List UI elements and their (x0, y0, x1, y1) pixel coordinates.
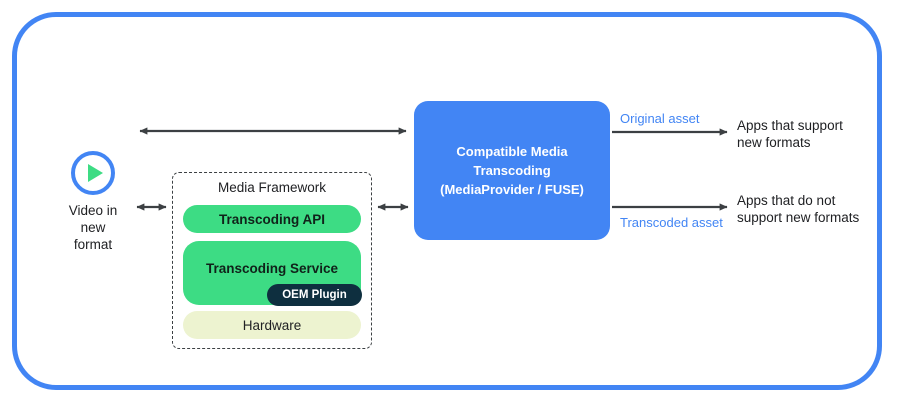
oem-plugin-badge: OEM Plugin (267, 284, 362, 306)
play-triangle (88, 164, 103, 182)
compatible-media-transcoding-label: Compatible Media Transcoding (MediaProvi… (434, 142, 590, 199)
media-framework-title: Media Framework (217, 180, 327, 195)
video-caption-line-1: Video in (68, 203, 118, 218)
play-circle-icon (71, 151, 115, 195)
transcoded-asset-label: Transcoded asset (620, 215, 723, 230)
compatible-media-transcoding-box: Compatible Media Transcoding (MediaProvi… (414, 101, 610, 240)
apps-nonsupporting-line-1: Apps that do not (737, 193, 836, 208)
apps-supporting-label: Apps that support new formats (737, 117, 843, 151)
apps-supporting-line-2: new formats (737, 135, 811, 150)
outer-frame-border (12, 12, 882, 390)
cmt-line-3: (MediaProvider / FUSE) (440, 182, 584, 197)
apps-nonsupporting-label: Apps that do not support new formats (737, 192, 859, 226)
cmt-line-1: Compatible Media (456, 144, 568, 159)
video-source-caption: Video in new format (45, 202, 141, 253)
cmt-line-2: Transcoding (473, 163, 551, 178)
video-caption-line-2: new (80, 220, 106, 235)
original-asset-label: Original asset (620, 111, 700, 126)
apps-nonsupporting-line-2: support new formats (737, 210, 860, 225)
video-caption-line-3: format (73, 237, 113, 252)
hardware-block: Hardware (183, 311, 361, 339)
transcoding-api-block: Transcoding API (183, 205, 361, 233)
media-framework-container (172, 172, 372, 349)
apps-supporting-line-1: Apps that support (737, 118, 843, 133)
